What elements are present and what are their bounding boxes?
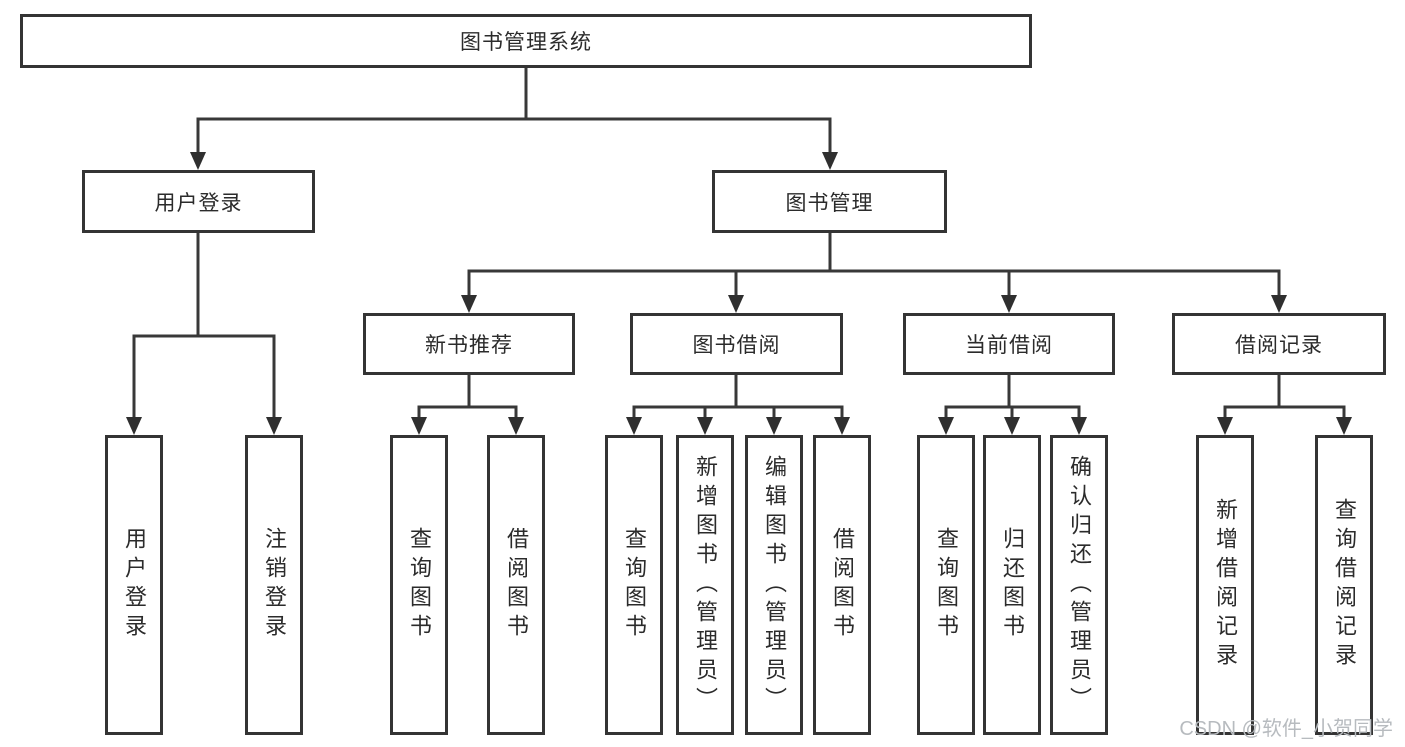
node-book-management-branch: 图书管理 [712, 170, 947, 233]
leaf-return-books: 归还图书 [983, 435, 1041, 735]
node-root-label: 图书管理系统 [460, 31, 592, 54]
node-root: 图书管理系统 [20, 14, 1032, 68]
leaf-add-borrow-record-label: 新增借阅记录 [1213, 498, 1238, 672]
leaf-edit-book-admin: 编辑图书（管理员） [745, 435, 803, 735]
node-new-book-recommend: 新书推荐 [363, 313, 575, 375]
node-new-book-recommend-label: 新书推荐 [425, 334, 513, 357]
leaf-add-borrow-record: 新增借阅记录 [1196, 435, 1254, 735]
node-current-borrowing: 当前借阅 [903, 313, 1115, 375]
leaf-edit-book-admin-label: 编辑图书（管理员） [762, 454, 787, 716]
leaf-query-books-current-label: 查询图书 [934, 527, 959, 643]
node-book-borrowing: 图书借阅 [630, 313, 843, 375]
leaf-confirm-return-admin: 确认归还（管理员） [1050, 435, 1108, 735]
leaf-query-books-current: 查询图书 [917, 435, 975, 735]
leaf-borrow-books: 借阅图书 [813, 435, 871, 735]
node-borrowing-records-label: 借阅记录 [1235, 334, 1323, 357]
leaf-query-books-borrowing-label: 查询图书 [622, 527, 647, 643]
leaf-query-books-recommend-label: 查询图书 [407, 527, 432, 643]
node-user-login-branch-label: 用户登录 [154, 191, 243, 215]
leaf-user-login-label: 用户登录 [122, 527, 147, 643]
node-user-login-branch: 用户登录 [82, 170, 315, 233]
arrow-down-icons [126, 152, 1352, 435]
leaf-confirm-return-admin-label: 确认归还（管理员） [1067, 454, 1092, 716]
node-book-management-branch-label: 图书管理 [785, 191, 874, 215]
node-borrowing-records: 借阅记录 [1172, 313, 1386, 375]
watermark: CSDN @软件_小贺同学 [1179, 718, 1393, 740]
node-current-borrowing-label: 当前借阅 [965, 334, 1053, 357]
leaf-add-book-admin-label: 新增图书（管理员） [693, 454, 718, 716]
node-book-borrowing-label: 图书借阅 [692, 334, 781, 357]
leaf-query-books-recommend: 查询图书 [390, 435, 448, 735]
leaf-query-borrow-record-label: 查询借阅记录 [1332, 498, 1357, 672]
leaf-borrow-books-recommend: 借阅图书 [487, 435, 545, 735]
leaf-borrow-books-recommend-label: 借阅图书 [504, 527, 529, 643]
leaf-borrow-books-label: 借阅图书 [830, 527, 855, 643]
leaf-logout: 注销登录 [245, 435, 303, 735]
leaf-logout-label: 注销登录 [262, 527, 287, 643]
leaf-user-login: 用户登录 [105, 435, 163, 735]
leaf-return-books-label: 归还图书 [1000, 527, 1025, 643]
leaf-query-borrow-record: 查询借阅记录 [1315, 435, 1373, 735]
leaf-query-books-borrowing: 查询图书 [605, 435, 663, 735]
leaf-add-book-admin: 新增图书（管理员） [676, 435, 734, 735]
